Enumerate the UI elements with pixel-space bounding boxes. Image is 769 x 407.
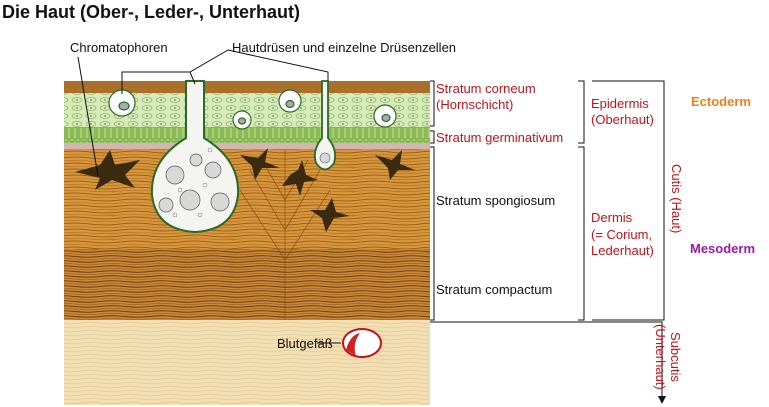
vertical-fibers [239, 150, 331, 320]
ectoderm-label: Ectoderm [691, 94, 751, 109]
layer-brackets [430, 80, 665, 398]
stratum-germinativum-layer [64, 127, 430, 143]
page-title: Die Haut (Ober-, Leder-, Unterhaut) [2, 2, 301, 22]
blutgefaess-label: Blutgefäß [277, 336, 333, 351]
corium-label: (= Corium, [591, 227, 653, 242]
hautdruesen-label: Hautdrüsen und einzelne Drüsenzellen [232, 40, 457, 55]
single-gland-cell [108, 89, 397, 130]
chromatophoren-label: Chromatophoren [70, 40, 168, 55]
lederhaut-label: Lederhaut) [591, 243, 654, 258]
stratum-spongiosum-layer [64, 149, 430, 249]
blood-vessel [342, 328, 382, 358]
chromatophore-cells [75, 148, 415, 232]
hornschicht-label: (Hornschicht) [436, 97, 514, 112]
unterhaut-label: (Unterhaut) [653, 324, 668, 390]
oberhaut-label: (Oberhaut) [591, 112, 654, 127]
stratum-compactum-layer [64, 249, 430, 320]
stratum-germinativum-label: Stratum germinativum [436, 130, 564, 145]
stratum-compactum-label: Stratum compactum [436, 282, 553, 297]
dermis-label: Dermis [591, 210, 633, 225]
subcutis-label: Subcutis [668, 332, 683, 382]
stratum-corneum-layer [64, 81, 430, 93]
small-skin-gland [313, 80, 337, 171]
stratum-spongiosum-label: Stratum spongiosum [436, 193, 556, 208]
epidermis-label: Epidermis [591, 96, 649, 111]
subcutis-arrow [658, 396, 666, 404]
label-pointers [77, 49, 341, 344]
mesoderm-label: Mesoderm [690, 241, 756, 256]
cutis-label: Cutis (Haut) [669, 164, 684, 234]
stratum-corneum-label: Stratum corneum [436, 81, 536, 96]
large-skin-gland [150, 80, 240, 234]
